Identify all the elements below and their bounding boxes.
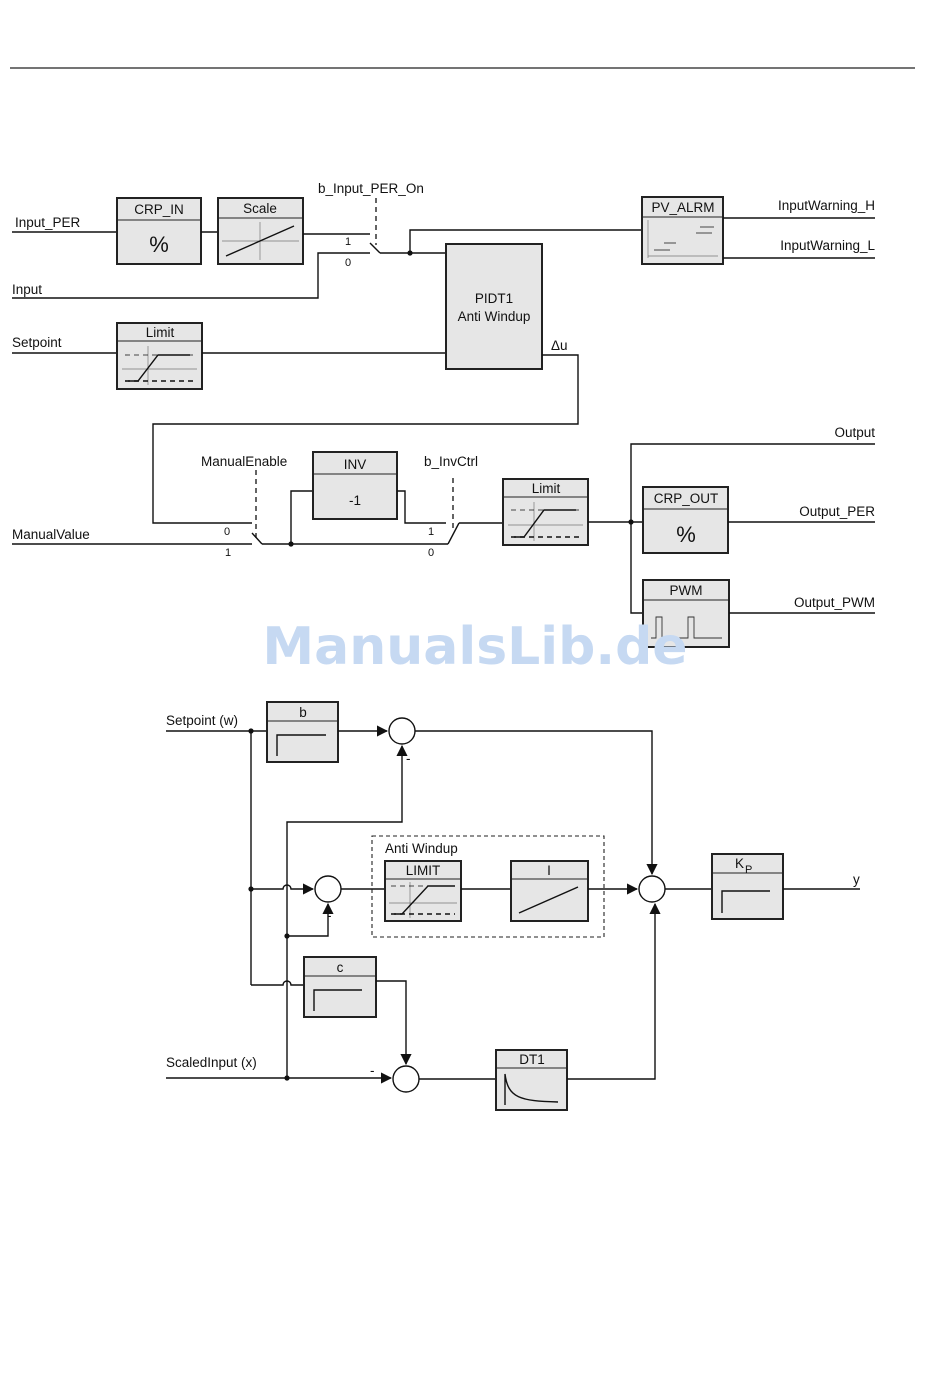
step-icon xyxy=(721,890,770,913)
integrator-block: I xyxy=(510,860,589,922)
kp-subscript: P xyxy=(745,864,752,876)
pidt1-line1: PIDT1 xyxy=(475,291,513,306)
anti-windup-label: Anti Windup xyxy=(385,841,458,856)
kp-block: K P xyxy=(711,853,784,920)
summing-junction xyxy=(388,717,416,745)
watermark: ManualsLib.de xyxy=(262,617,687,677)
minus-sign: - xyxy=(406,751,411,766)
switch3-contact xyxy=(447,522,460,545)
limit-curve-icon xyxy=(128,354,190,382)
input-per-on-label: b_Input_PER_On xyxy=(318,181,424,196)
step-icon xyxy=(313,989,362,1011)
limit-curve-icon xyxy=(514,509,576,538)
limit-block-output: Limit xyxy=(502,478,589,546)
y-output-label: y xyxy=(853,872,860,887)
summing-junction xyxy=(392,1065,420,1093)
output-label: Output xyxy=(834,425,875,440)
summing-junction xyxy=(638,875,666,903)
c-title: c xyxy=(337,960,344,975)
setpoint-label: Setpoint xyxy=(12,335,62,350)
dt1-title: DT1 xyxy=(519,1052,545,1067)
pidt1-block: PIDT1 Anti Windup xyxy=(445,243,543,370)
pwm-pulse-icon xyxy=(651,616,722,639)
setpoint-w-label: Setpoint (w) xyxy=(166,713,238,728)
scale-title: Scale xyxy=(243,201,277,216)
output-per-label: Output_PER xyxy=(799,504,875,519)
step-icon xyxy=(276,734,326,756)
percent-icon: % xyxy=(676,522,696,547)
percent-icon: % xyxy=(149,232,169,257)
output-pwm-label: Output_PWM xyxy=(794,595,875,610)
pidt1-line2: Anti Windup xyxy=(458,309,531,324)
scaled-input-label: ScaledInput (x) xyxy=(166,1055,257,1070)
pv-alrm-title: PV_ALRM xyxy=(651,200,714,215)
warning-h-label: InputWarning_H xyxy=(778,198,875,213)
crp-in-title: CRP_IN xyxy=(134,202,184,217)
minus-sign: - xyxy=(327,908,332,923)
pv-alrm-block: PV_ALRM xyxy=(641,196,724,265)
switch1-contact xyxy=(369,242,381,254)
switch1-pos1: 1 xyxy=(345,236,351,248)
crp-out-title: CRP_OUT xyxy=(654,491,719,506)
manual-value-label: ManualValue xyxy=(12,527,90,542)
limit-block-integrator: LIMIT xyxy=(384,860,462,922)
input-per-label: Input_PER xyxy=(15,215,81,230)
manual-enable-label: ManualEnable xyxy=(201,454,287,469)
linear-scale-icon xyxy=(225,225,295,257)
pwm-block: PWM xyxy=(642,579,730,648)
warning-l-label: InputWarning_L xyxy=(780,238,875,253)
anti-windup-group xyxy=(371,835,605,938)
inv-value: -1 xyxy=(349,493,361,508)
limit1-title: Limit xyxy=(146,325,175,340)
b-title: b xyxy=(299,705,307,720)
delta-u-label: Δu xyxy=(551,338,568,353)
kp-title: K xyxy=(735,856,744,871)
switch2-contact xyxy=(251,532,263,545)
inv-ctrl-label: b_InvCtrl xyxy=(424,454,478,469)
inv-title: INV xyxy=(344,457,367,472)
switch3-pos0: 0 xyxy=(428,547,434,559)
summing-junction xyxy=(314,875,342,903)
switch1-pos0: 0 xyxy=(345,257,351,269)
decay-icon xyxy=(504,1073,559,1105)
c-block: c xyxy=(303,956,377,1018)
switch2-pos0: 0 xyxy=(224,526,230,538)
crp-out-block: CRP_OUT % xyxy=(642,486,729,554)
dt1-block: DT1 xyxy=(495,1049,568,1111)
scale-block: Scale xyxy=(217,197,304,265)
limit-block-setpoint: Limit xyxy=(116,322,203,390)
b-block: b xyxy=(266,701,339,763)
pwm-title: PWM xyxy=(670,583,703,598)
limit2-title: Limit xyxy=(532,481,561,496)
switch3-pos1: 1 xyxy=(428,526,434,538)
limit-title: LIMIT xyxy=(406,863,441,878)
i-title: I xyxy=(547,863,551,878)
input-label: Input xyxy=(12,282,42,297)
switch2-pos1: 1 xyxy=(225,547,231,559)
crp-in-block: CRP_IN % xyxy=(116,197,202,265)
ramp-icon xyxy=(518,886,579,914)
inv-block: INV -1 xyxy=(312,451,398,520)
minus-sign: - xyxy=(370,1063,375,1078)
limit-curve-icon xyxy=(394,885,455,915)
